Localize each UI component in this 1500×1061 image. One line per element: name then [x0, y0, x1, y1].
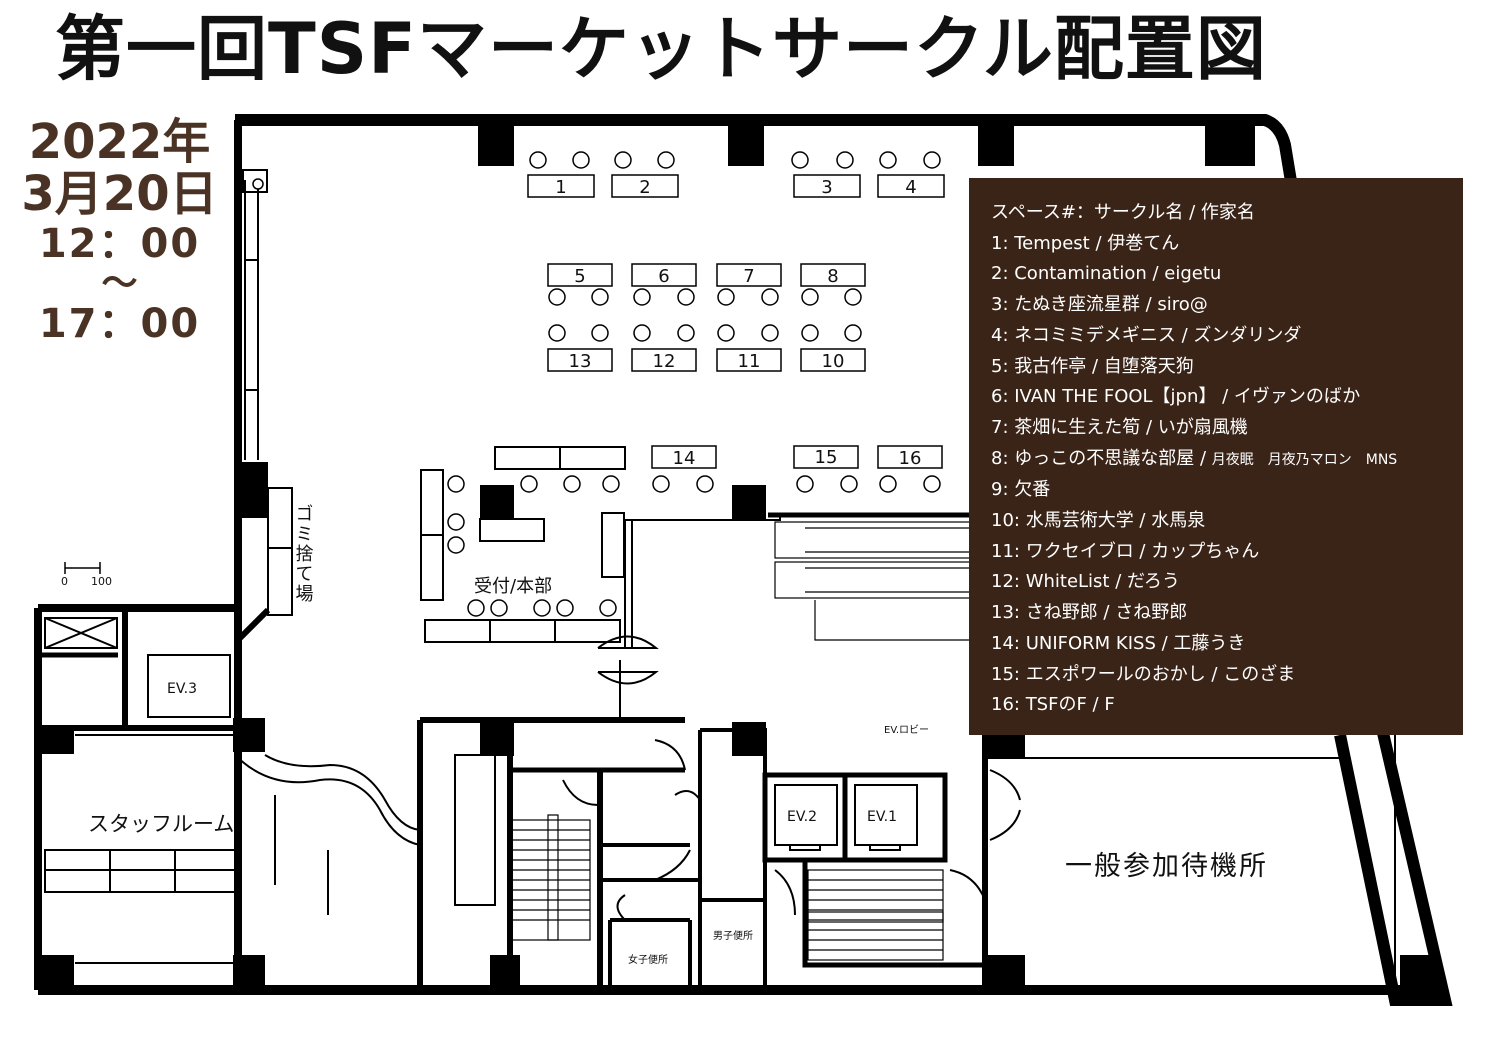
- end-time: 17：00: [38, 301, 201, 347]
- legend-text: 12: WhiteList / だろう: [991, 571, 1180, 593]
- legend-row-1: 1: Tempest / 伊巻てん: [991, 229, 1453, 260]
- legend-text: 7: 茶畑に生えた筍 / いが扇風機: [991, 416, 1248, 438]
- legend-row-16: 16: TSFのF / F: [991, 690, 1453, 721]
- legend-text: 6: IVAN THE FOOL【jpn】 / イヴァンのばか: [991, 386, 1361, 408]
- event-year: 2022年: [28, 114, 211, 170]
- table-6-label: 6: [658, 266, 669, 287]
- table-14-label: 14: [673, 448, 696, 469]
- waiting-area-label: 一般参加待機所: [1065, 851, 1268, 882]
- table-1-label: 1: [555, 177, 566, 198]
- reception-label: 受付/本部: [474, 576, 552, 597]
- circle-legend: スペース#：サークル名 / 作家名 1: Tempest / 伊巻てん 2: C…: [969, 178, 1463, 735]
- scale-zero-label: 0: [61, 575, 68, 588]
- legend-text: 2: Contamination / eigetu: [991, 263, 1222, 285]
- table-12-label: 12: [653, 351, 676, 372]
- legend-text: 3: たぬき座流星群 / siro@: [991, 294, 1208, 316]
- table-15-label: 15: [815, 447, 838, 468]
- legend-row-13: 13: さね野郎 / さね野郎: [991, 598, 1453, 629]
- legend-text: 10: 水馬芸術大学 / 水馬泉: [991, 510, 1206, 532]
- table-5-label: 5: [574, 266, 585, 287]
- legend-text: 4: ネコミミデメギニス / ズンダリンダ: [991, 324, 1302, 346]
- left-annex-wall: [34, 604, 238, 990]
- womens-restroom-label: 女子便所: [628, 953, 668, 966]
- trash-area-label: ゴミ捨て場: [293, 504, 314, 604]
- legend-row-14: 14: UNIFORM KISS / 工藤うき: [991, 629, 1453, 660]
- legend-row-2: 2: Contamination / eigetu: [991, 259, 1453, 290]
- legend-text-extra: 月夜眠 月夜乃マロン MNS: [1211, 451, 1398, 468]
- table-8-label: 8: [827, 266, 838, 287]
- legend-row-6: 6: IVAN THE FOOL【jpn】 / イヴァンのばか: [991, 382, 1453, 413]
- start-time: 12：00: [38, 221, 201, 267]
- outer-wall: [235, 114, 1453, 1006]
- legend-header: スペース#：サークル名 / 作家名: [991, 202, 1255, 223]
- table-7-label: 7: [743, 266, 754, 287]
- page-title: 第一回TSFマーケットサークル配置図: [55, 8, 1267, 90]
- staff-room-label: スタッフルーム: [88, 812, 234, 836]
- legend-row-9: 9: 欠番: [991, 475, 1453, 506]
- legend-row-4: 4: ネコミミデメギニス / ズンダリンダ: [991, 321, 1453, 352]
- legend-row-10: 10: 水馬芸術大学 / 水馬泉: [991, 506, 1453, 537]
- table-3-label: 3: [821, 177, 832, 198]
- legend-text: 1: Tempest / 伊巻てん: [991, 232, 1180, 254]
- legend-text: 9: 欠番: [991, 479, 1051, 501]
- table-2-label: 2: [639, 177, 650, 198]
- scale-hundred-label: 100: [91, 575, 112, 588]
- table-4-label: 4: [905, 177, 916, 198]
- legend-row-3: 3: たぬき座流星群 / siro@: [991, 290, 1453, 321]
- legend-text: 8: ゆっこの不思議な部屋 /: [991, 447, 1212, 469]
- legend-text: 14: UNIFORM KISS / 工藤うき: [991, 632, 1246, 654]
- table-11-label: 11: [738, 351, 761, 372]
- legend-row-5: 5: 我古作亭 / 自堕落天狗: [991, 352, 1453, 383]
- time-separator: ～: [101, 263, 138, 304]
- legend-row-7: 7: 茶畑に生えた筍 / いが扇風機: [991, 413, 1453, 444]
- legend-row-12: 12: WhiteList / だろう: [991, 567, 1453, 598]
- table-13-label: 13: [569, 351, 592, 372]
- legend-text: 13: さね野郎 / さね野郎: [991, 602, 1188, 624]
- ev1-label: EV.1: [867, 809, 897, 825]
- event-date: 2022年 3月20日 12：00 ～ 17：00: [12, 118, 227, 344]
- legend-text: 11: ワクセイブロ / カップちゃん: [991, 540, 1260, 562]
- ev2-label: EV.2: [787, 809, 817, 825]
- legend-text: 16: TSFのF / F: [991, 694, 1115, 716]
- event-day: 3月20日: [21, 166, 218, 222]
- mens-restroom-label: 男子便所: [713, 929, 753, 942]
- legend-row-15: 15: エスポワールのおかし / このざま: [991, 660, 1453, 691]
- legend-row-11: 11: ワクセイブロ / カップちゃん: [991, 537, 1453, 568]
- legend-text: 5: 我古作亭 / 自堕落天狗: [991, 355, 1194, 377]
- table-16-label: 16: [899, 448, 922, 469]
- legend-row-8: 8: ゆっこの不思議な部屋 / 月夜眠 月夜乃マロン MNS: [991, 444, 1453, 476]
- legend-text: 15: エスポワールのおかし / このざま: [991, 663, 1296, 685]
- ev-lobby-label: EV.ロビー: [884, 724, 929, 736]
- ev3-label: EV.3: [167, 681, 197, 697]
- table-10-label: 10: [822, 351, 845, 372]
